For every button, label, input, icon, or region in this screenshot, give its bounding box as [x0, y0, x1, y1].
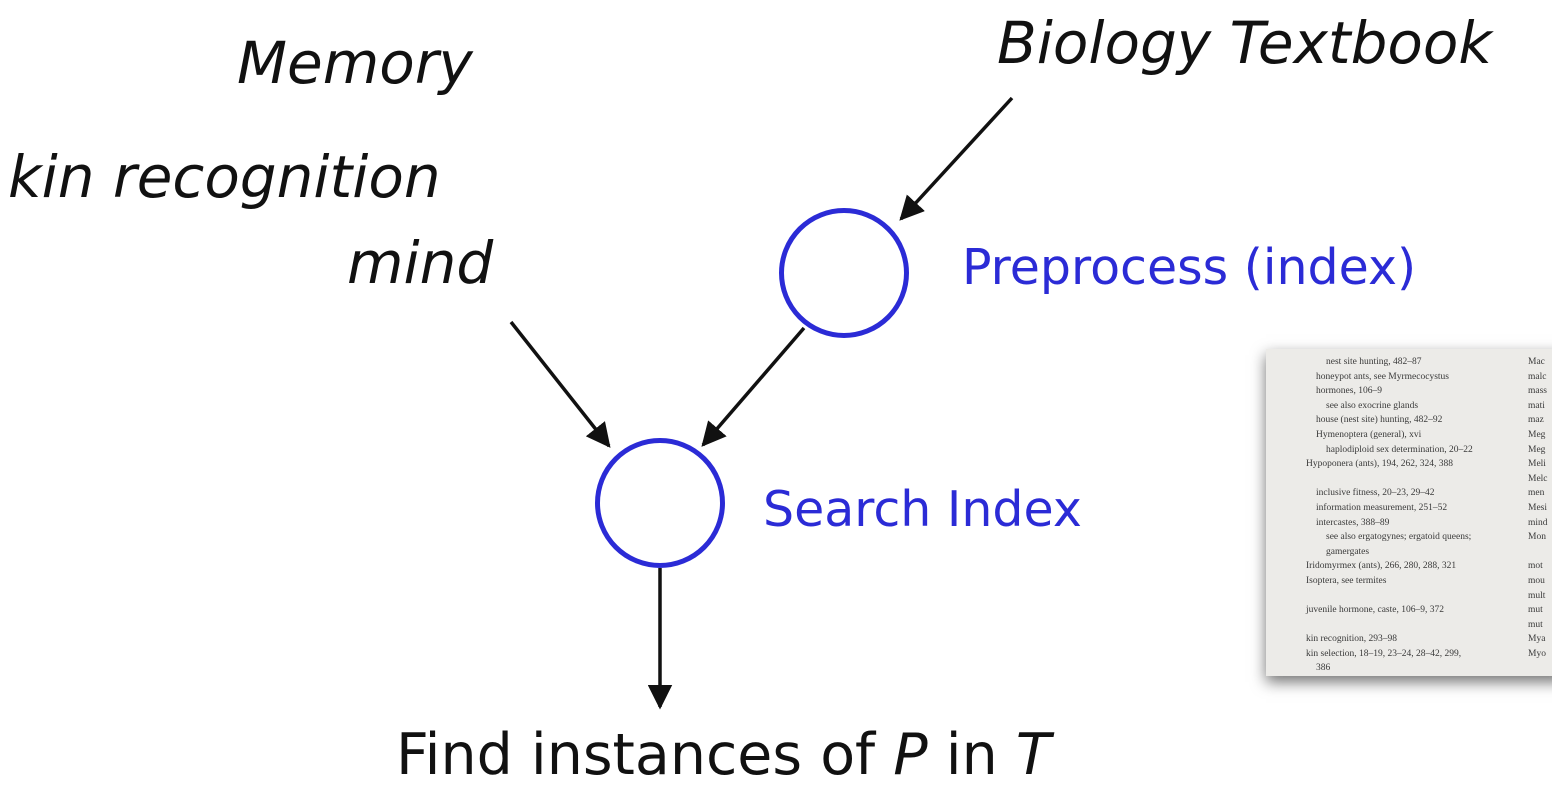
search-index-node	[595, 438, 725, 568]
index-entry: Hymenoptera (general), xvi	[1316, 429, 1422, 440]
index-entry: 386	[1316, 663, 1331, 674]
arrow-textbook-to-preprocess	[899, 96, 1014, 221]
index-entry: see also exocrine glands	[1326, 400, 1419, 411]
index-entry: haplodiploid sex determination, 20–22	[1326, 444, 1473, 455]
index-entry: kin selection, 18–19, 23–24, 28–42, 299,	[1306, 648, 1462, 659]
find-p: P	[893, 722, 928, 788]
index-entry: mot	[1528, 561, 1543, 572]
index-left-column: nest site hunting, 482–87 honeypot ants, …	[1306, 355, 1506, 676]
label-find-instances: Find instances of P in T	[396, 727, 1051, 784]
index-entry: Meli	[1528, 459, 1546, 470]
index-entry: Myo	[1528, 648, 1546, 659]
label-kin-recognition: kin recognition	[8, 143, 441, 211]
index-entry: kin recognition, 293–98	[1306, 634, 1398, 645]
find-prefix: Find instances of	[396, 722, 894, 788]
index-entry: Mya	[1528, 634, 1546, 645]
arrow-query-to-search	[509, 320, 611, 448]
index-entry	[1306, 472, 1506, 487]
index-entry: Melc	[1528, 473, 1548, 484]
arrow-preprocess-to-search	[701, 326, 806, 447]
index-entry: mati	[1528, 400, 1545, 411]
find-in: in	[927, 722, 1016, 788]
book-index-photo: nest site hunting, 482–87 honeypot ants, …	[1266, 349, 1552, 676]
index-entry: Mac	[1528, 357, 1545, 367]
index-entry: intercastes, 388–89	[1316, 517, 1390, 528]
index-entry: Hypoponera (ants), 194, 262, 324, 388	[1306, 459, 1453, 470]
index-entry: mult	[1528, 590, 1546, 601]
index-entry: house (nest site) hunting, 482–92	[1316, 415, 1443, 426]
index-entry: inclusive fitness, 20–23, 29–42	[1316, 488, 1435, 499]
index-entry: Meg	[1528, 444, 1546, 455]
label-preprocess: Preprocess (index)	[962, 239, 1417, 296]
index-entry: mut	[1528, 605, 1543, 616]
index-entry: gamergates	[1326, 546, 1370, 557]
index-entry	[1306, 618, 1506, 633]
label-memory: Memory	[237, 29, 473, 97]
index-entry: Meg	[1528, 429, 1546, 440]
label-mind: mind	[347, 229, 494, 297]
index-entry: Isoptera, see termites	[1306, 575, 1387, 586]
find-t: T	[1015, 722, 1051, 788]
index-entry: men	[1528, 488, 1545, 499]
index-entry: mind	[1528, 517, 1548, 528]
index-entry: Mesi	[1528, 502, 1547, 513]
index-entry: Iridomyrmex (ants), 266, 280, 288, 321	[1306, 561, 1457, 572]
label-biology-textbook: Biology Textbook	[997, 9, 1492, 77]
index-entry: mou	[1528, 575, 1545, 586]
index-entry: information measurement, 251–52	[1316, 502, 1448, 513]
preprocess-node	[779, 208, 909, 338]
index-entry: maz	[1528, 415, 1544, 426]
index-entry: juvenile hormone, caste, 106–9, 372	[1306, 605, 1444, 616]
index-entry: see also ergatogynes; ergatoid queens;	[1326, 532, 1472, 543]
index-entry	[1306, 589, 1506, 604]
index-entry: honeypot ants, see Myrmecocystus	[1316, 371, 1449, 382]
index-entry: nest site hunting, 482–87	[1326, 357, 1422, 367]
index-entry: Mon	[1528, 532, 1546, 543]
index-entry: mut	[1528, 619, 1543, 630]
index-entry	[1528, 545, 1552, 560]
index-entry: hormones, 106–9	[1316, 386, 1382, 397]
index-entry: mass	[1528, 386, 1547, 397]
label-search-index: Search Index	[763, 481, 1082, 538]
index-entry: malc	[1528, 371, 1547, 382]
